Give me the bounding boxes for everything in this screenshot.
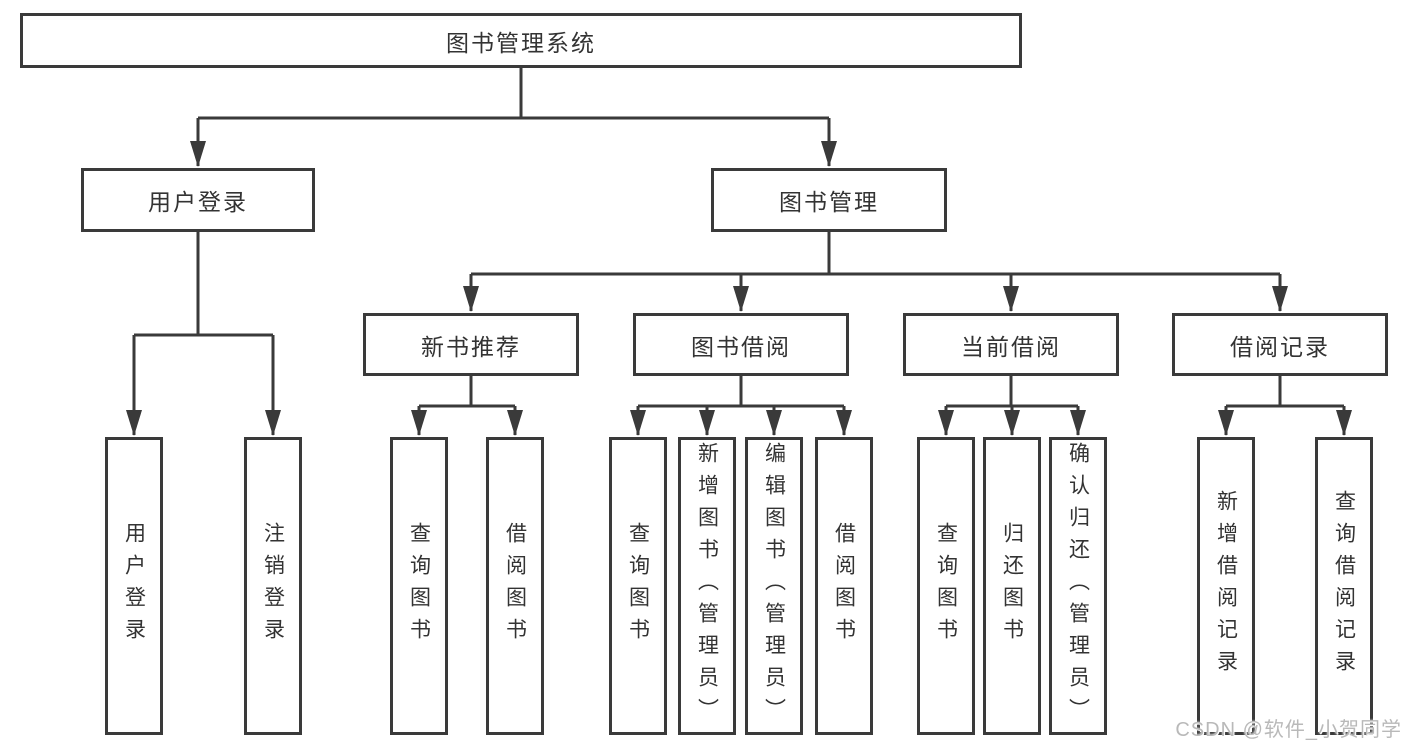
node-book-borrowing: 图书借阅 [633,313,849,376]
leaf-borrow-books-borrowing-label: 借阅图书 [832,522,856,650]
connector-new-book-branch [411,376,523,436]
node-current-borrowing: 当前借阅 [903,313,1119,376]
leaf-user-login: 用户登录 [105,437,163,735]
node-book-management: 图书管理 [711,168,947,232]
leaf-borrow-books-recommend-label: 借阅图书 [503,522,527,650]
node-book-borrowing-label: 图书借阅 [691,333,791,360]
csdn-watermark: CSDN @软件_小贺同学 [1175,719,1402,741]
node-borrow-records-label: 借阅记录 [1230,333,1330,360]
node-user-login: 用户登录 [81,168,315,232]
leaf-query-books-borrowing-label: 查询图书 [626,522,650,650]
connector-book-borrowing-branch [630,376,852,436]
node-current-borrowing-label: 当前借阅 [961,333,1061,360]
node-new-book-recommend: 新书推荐 [363,313,579,376]
leaf-user-login-label: 用户登录 [122,522,146,650]
leaf-edit-books-admin-label: 编辑图书（管理员） [762,442,786,730]
leaf-return-books: 归还图书 [983,437,1041,735]
leaf-query-books-current: 查询图书 [917,437,975,735]
leaf-query-books-recommend: 查询图书 [390,437,448,735]
leaf-query-books-current-label: 查询图书 [934,522,958,650]
connector-borrow-records-branch [1218,376,1352,436]
node-user-login-label: 用户登录 [148,189,248,215]
node-library-system-label: 图书管理系统 [446,29,596,56]
leaf-confirm-return-admin-label: 确认归还（管理员） [1066,442,1090,730]
leaf-edit-books-admin: 编辑图书（管理员） [745,437,803,735]
connector-book-management-branch [463,232,1288,312]
connector-root-to-level2 [190,68,837,167]
leaf-add-borrow-record: 新增借阅记录 [1197,437,1255,735]
connector-user-login-branch [126,232,281,436]
leaf-query-books-borrowing: 查询图书 [609,437,667,735]
leaf-query-borrow-record: 查询借阅记录 [1315,437,1373,735]
leaf-borrow-books-recommend: 借阅图书 [486,437,544,735]
leaf-return-books-label: 归还图书 [1000,522,1024,650]
node-library-system: 图书管理系统 [20,13,1022,68]
connector-current-borrowing-branch [938,376,1086,436]
leaf-query-borrow-record-label: 查询借阅记录 [1332,490,1356,682]
leaf-borrow-books-borrowing: 借阅图书 [815,437,873,735]
leaf-logout: 注销登录 [244,437,302,735]
node-book-management-label: 图书管理 [779,189,879,215]
leaf-confirm-return-admin: 确认归还（管理员） [1049,437,1107,735]
node-borrow-records: 借阅记录 [1172,313,1388,376]
leaf-add-books-admin: 新增图书（管理员） [678,437,736,735]
leaf-add-borrow-record-label: 新增借阅记录 [1214,490,1238,682]
leaf-add-books-admin-label: 新增图书（管理员） [695,442,719,730]
node-new-book-recommend-label: 新书推荐 [421,333,521,360]
leaf-query-books-recommend-label: 查询图书 [407,522,431,650]
leaf-logout-label: 注销登录 [261,522,285,650]
